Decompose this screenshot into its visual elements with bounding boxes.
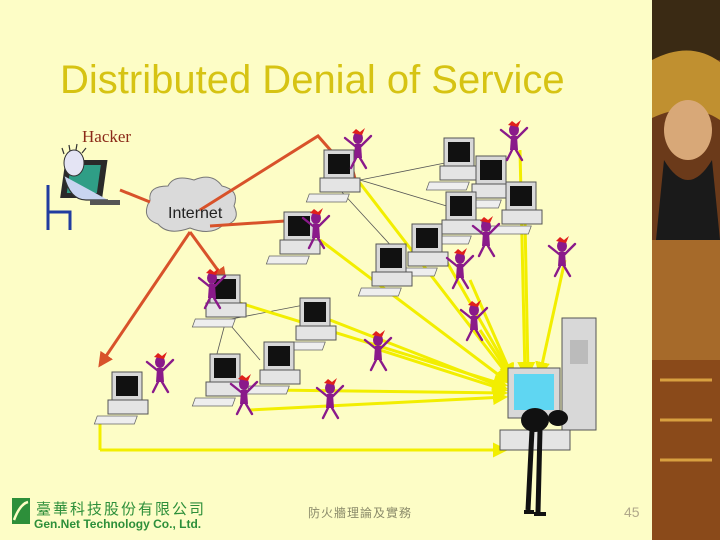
slide-title: Distributed Denial of Service [60, 58, 565, 102]
decorative-portrait [652, 0, 720, 540]
hacker-label: Hacker [82, 127, 132, 146]
footer-company-en: Gen.Net Technology Co., Ltd. [34, 517, 202, 531]
attack-arrows [98, 149, 567, 458]
internet-cloud [145, 176, 237, 232]
internet-label: Internet [168, 205, 223, 222]
victim-server [499, 317, 597, 516]
footer-center-text: 防火牆理論及實務 [308, 506, 413, 520]
page-number: 45 [624, 504, 640, 520]
hacker-figure [46, 143, 120, 230]
company-logo [12, 498, 30, 524]
footer-company-cn: 臺華科技股份有限公司 [36, 500, 207, 518]
